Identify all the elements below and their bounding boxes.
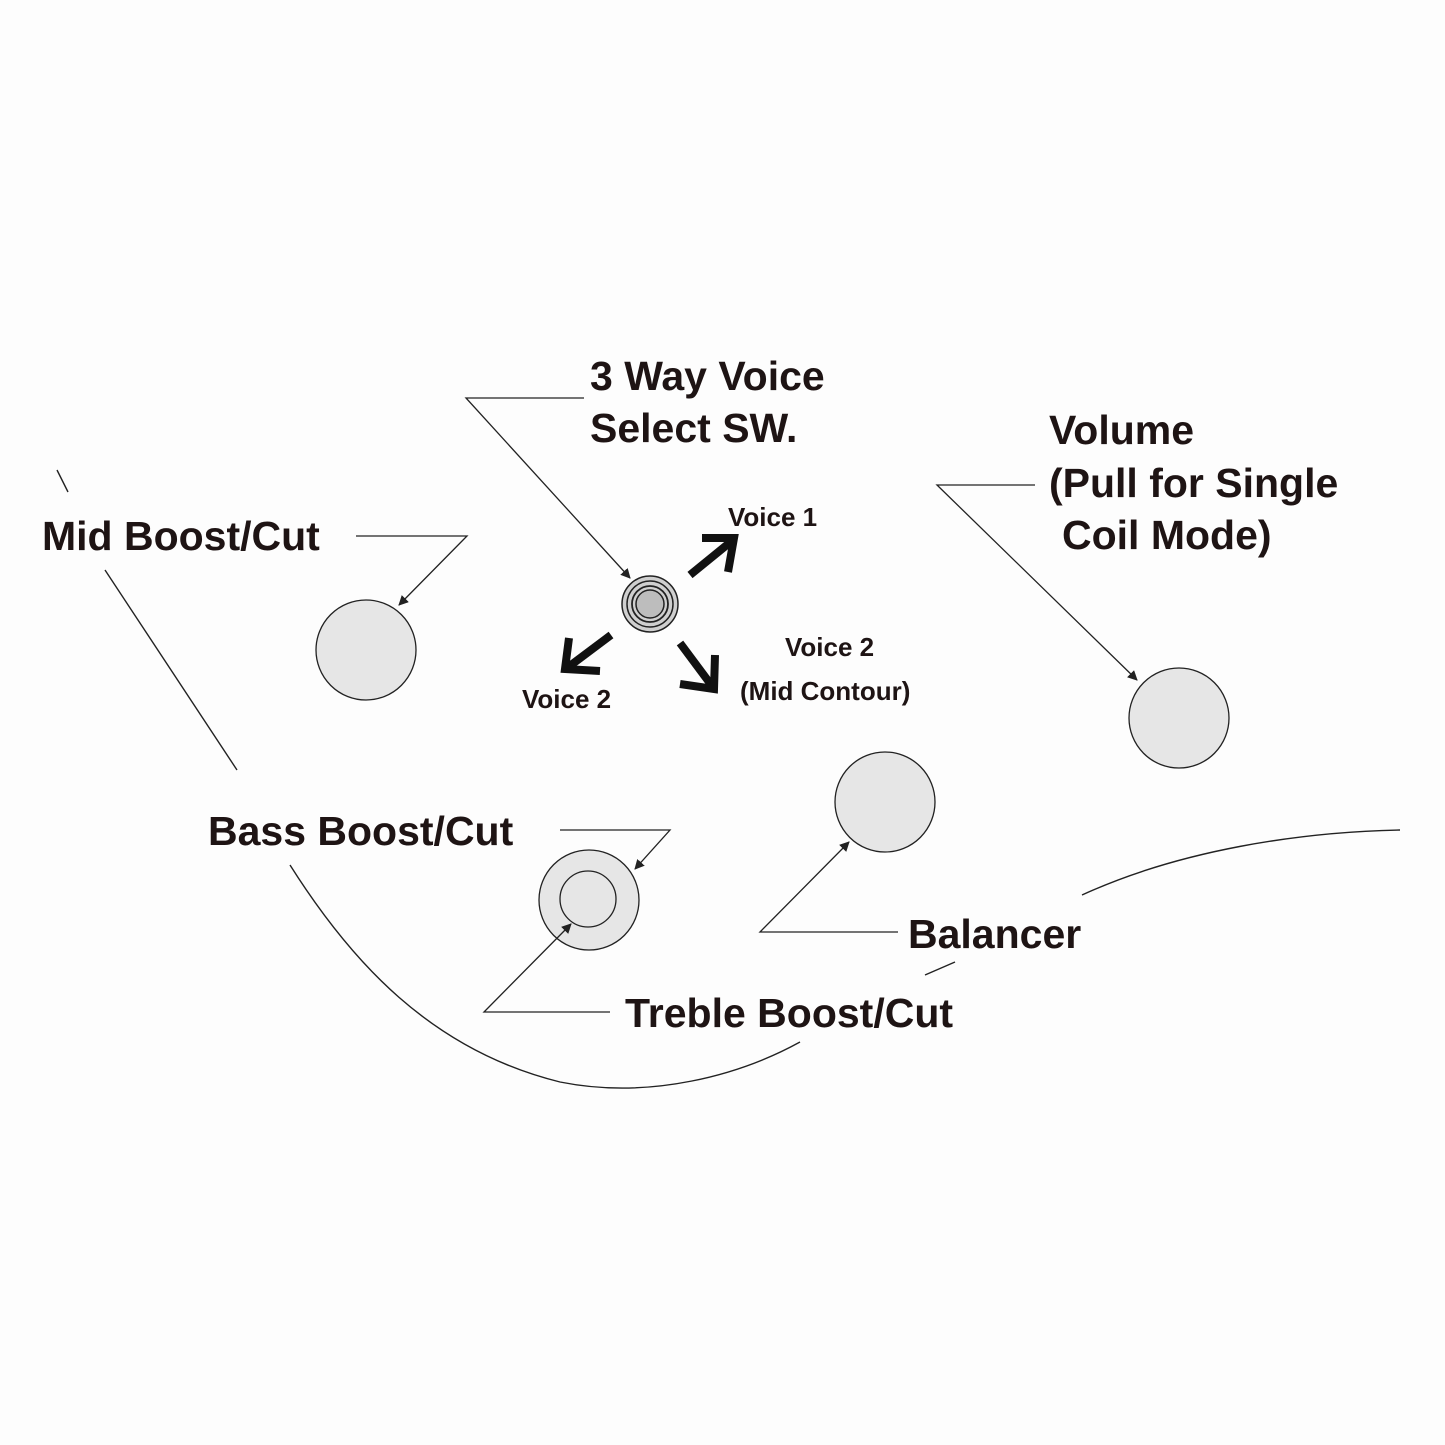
balancer-leader-line [758, 841, 898, 933]
voice-select-switch[interactable] [621, 575, 679, 633]
treble-label: Treble Boost/Cut [625, 990, 953, 1036]
voice2-right-label-line1: Voice 2 [785, 632, 874, 662]
mid-leader-line [356, 535, 469, 606]
voice1-label: Voice 1 [728, 502, 817, 532]
voice2-mid-contour-arrow-icon [676, 640, 719, 694]
bass-treble-stacked-knob[interactable] [538, 849, 640, 951]
switch-label-line2: Select SW. [590, 405, 797, 451]
voice2-left-arrow-icon [560, 631, 614, 675]
body-outline [56, 469, 1401, 1089]
voice2-right-label-line2: (Mid Contour) [740, 676, 910, 706]
switch-label-line1: 3 Way Voice [590, 353, 825, 399]
volume-leader-line [935, 484, 1138, 681]
switch-leader-line [464, 397, 631, 579]
treble-knob[interactable] [559, 870, 617, 928]
treble-leader-line [482, 923, 610, 1013]
mid-label: Mid Boost/Cut [42, 513, 320, 559]
volume-knob[interactable] [1128, 667, 1230, 769]
mid-knob[interactable] [315, 599, 417, 701]
balancer-label: Balancer [908, 911, 1081, 957]
bass-leader-line [560, 829, 672, 870]
balancer-knob[interactable] [834, 751, 936, 853]
volume-label-line1: Volume [1049, 407, 1194, 453]
voice1-arrow-icon [687, 534, 739, 579]
voice2-left-label: Voice 2 [522, 684, 611, 714]
volume-label-line3: Coil Mode) [1062, 512, 1272, 558]
bass-label: Bass Boost/Cut [208, 808, 514, 854]
volume-label-line2: (Pull for Single [1049, 460, 1338, 506]
